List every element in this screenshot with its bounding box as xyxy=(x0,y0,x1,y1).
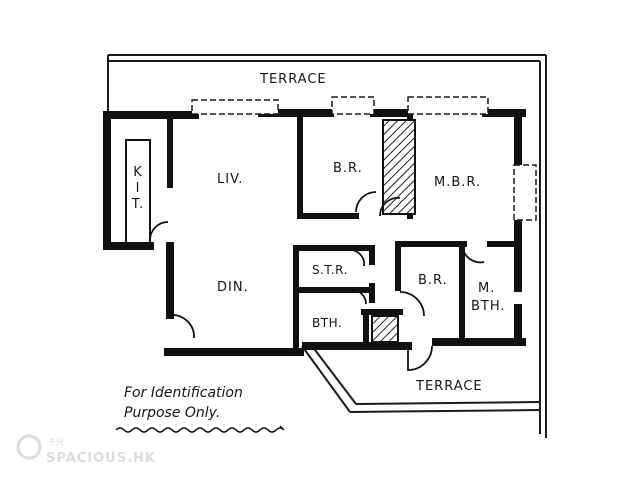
label-master-bath-1: M. xyxy=(478,281,495,296)
label-terrace-bottom: TERRACE xyxy=(415,379,483,394)
hatched-duct xyxy=(382,119,416,215)
label-kitchen-3: T. xyxy=(131,197,145,212)
note-line-1: For Identification xyxy=(124,385,243,401)
watermark-chinese: 千尺 xyxy=(48,437,64,447)
note-line-2: Purpose Only. xyxy=(124,405,220,421)
kitchen-counter xyxy=(125,139,151,245)
label-bath: BTH. xyxy=(312,316,342,330)
watermark-brand: SPACIOUS.HK xyxy=(46,451,156,466)
hatched-shaft xyxy=(371,315,399,343)
label-store: S.T.R. xyxy=(312,263,348,277)
label-bedroom-2: B.R. xyxy=(418,273,448,288)
windows xyxy=(191,96,537,221)
label-master-bath-2: BTH. xyxy=(471,299,506,314)
note-underline xyxy=(115,425,285,433)
label-bedroom-1: B.R. xyxy=(333,161,363,176)
terrace-outline xyxy=(107,54,547,438)
interior-walls xyxy=(167,112,521,349)
label-master-bedroom: M.B.R. xyxy=(434,175,481,190)
watermark-logo: 千尺 SPACIOUS.HK xyxy=(16,434,156,466)
label-dining: DIN. xyxy=(217,280,249,295)
door-swings xyxy=(149,191,485,371)
label-kitchen-2: I xyxy=(136,181,141,196)
label-terrace-top: TERRACE xyxy=(259,72,327,87)
label-living: LIV. xyxy=(217,172,243,187)
label-kitchen-1: K xyxy=(133,165,143,180)
